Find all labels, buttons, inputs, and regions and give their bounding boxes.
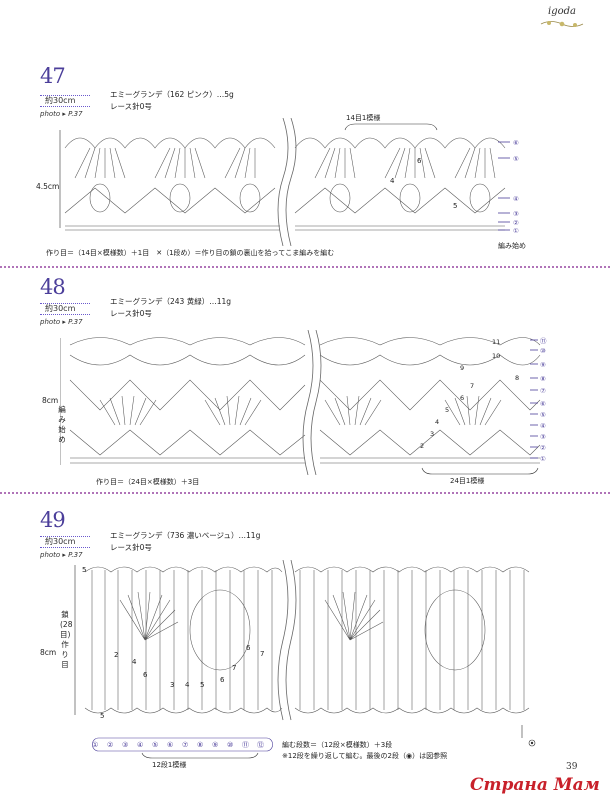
- pattern-number: 49: [40, 508, 66, 532]
- pattern-number: 47: [40, 64, 66, 88]
- row-number: ③: [540, 433, 546, 441]
- inner-number: 4: [435, 418, 439, 426]
- row-number: ⑨: [540, 361, 546, 369]
- yarn-info: エミーグランデ（243 黄緑）…11g: [110, 297, 232, 306]
- inner-number: 5: [200, 681, 204, 689]
- row-number: ②: [540, 444, 546, 452]
- row-number: ⑦: [540, 387, 546, 395]
- row-number: ⑩: [227, 741, 233, 749]
- crochet-chart-47: 6 5 4 ⑥ ⑤ ④ ③ ② ①: [59, 118, 519, 246]
- row-number: ⑩: [540, 347, 546, 355]
- row-number: ④: [540, 422, 546, 430]
- row-number: ⑪: [242, 741, 249, 749]
- inner-number: 4: [185, 681, 190, 689]
- width-label: 約30cm: [40, 95, 90, 107]
- inner-number: 5: [453, 202, 457, 210]
- photo-reference: photo ▸ P.37: [40, 551, 83, 559]
- inner-number: 7: [260, 650, 264, 658]
- inner-number: 11: [492, 338, 500, 346]
- hook-info: レース針0号: [110, 543, 152, 552]
- row-number: ⑥: [167, 741, 173, 749]
- crochet-chart-48: 11 10 9 8 7 6 5 4 3 2 ⑪ ⑩ ⑨ ⑧ ⑦ ⑥ ⑤ ④ ③ …: [60, 330, 547, 475]
- brand-logo: igoda: [537, 6, 587, 29]
- row-number: ①: [513, 227, 519, 235]
- inner-number: 2: [114, 651, 118, 659]
- inner-number: 3: [430, 430, 434, 438]
- row-number: ⑧: [540, 375, 546, 383]
- inner-number: 5: [100, 712, 104, 720]
- row-number: ⑥: [513, 139, 519, 147]
- crochet-chart-49: 5 2 4 6 3 4 5 6 7 7 6 5: [74, 560, 536, 747]
- row-number: ④: [137, 741, 143, 749]
- yarn-info: エミーグランデ（736 濃いベージュ）…11g: [110, 531, 261, 540]
- start-label: 編み始め: [498, 242, 526, 250]
- watermark: Страна Мам: [470, 775, 600, 795]
- photo-reference: photo ▸ P.37: [40, 110, 83, 118]
- row-number: ②: [513, 219, 519, 227]
- row-number: ⑪: [540, 337, 547, 345]
- repeat-bracket: [141, 752, 259, 759]
- repeat-label: 14目1模様: [346, 114, 381, 122]
- row-number: ③: [513, 210, 519, 218]
- repeat-label: 12段1模様: [152, 761, 187, 769]
- height-label: 8cm: [42, 396, 59, 405]
- brand-logo-text: igoda: [548, 6, 576, 17]
- inner-number: 7: [232, 664, 236, 672]
- row-markers: ⑥ ⑤ ④ ③ ② ①: [498, 139, 519, 235]
- row-number: ⑤: [513, 155, 519, 163]
- height-label: 8cm: [40, 648, 57, 657]
- inner-number: 6: [220, 676, 225, 684]
- flower-ornament-icon: [540, 21, 584, 27]
- row-number: ⑥: [540, 400, 546, 408]
- inner-number: 6: [143, 671, 148, 679]
- inner-number: 4: [390, 177, 395, 185]
- pattern-number: 48: [40, 275, 66, 299]
- row-number: ⑧: [197, 741, 203, 749]
- rows-note: 編む段数＝（12段×模様数）＋3段: [282, 741, 393, 749]
- photo-reference: photo ▸ P.37: [40, 318, 83, 326]
- rows-note-detail: ※12段を繰り返して編む。最後の2段（◉）は図参照: [282, 752, 448, 760]
- row-number: ⑫: [257, 741, 264, 749]
- foundation-note: 作り目＝（24目×模様数）＋3目: [96, 478, 200, 486]
- inner-number: 4: [132, 658, 137, 666]
- row-number: ④: [513, 195, 519, 203]
- section-divider: [0, 266, 610, 268]
- inner-number: 5: [82, 566, 86, 574]
- start-label: 編み始め: [58, 405, 66, 444]
- inner-number: 6: [417, 157, 422, 165]
- row-number: ⑦: [182, 741, 188, 749]
- yarn-info: エミーグランデ（162 ピンク）…5g: [110, 90, 234, 99]
- foundation-note: 作り目＝（14目×模様数）＋1目 ✕（1段め）＝作り目の鎖の裏山を拾ってこま編み…: [46, 249, 335, 257]
- inner-number: 10: [492, 352, 500, 360]
- row-number: ⑨: [212, 741, 218, 749]
- row-number: ⑤: [540, 411, 546, 419]
- row-number: ①: [92, 741, 98, 749]
- page-number: 39: [566, 762, 578, 772]
- inner-number: 7: [470, 382, 474, 390]
- width-label: 約30cm: [40, 536, 90, 548]
- inner-number: 9: [460, 364, 464, 372]
- inner-number: 3: [170, 681, 174, 689]
- inner-number: 6: [460, 394, 464, 402]
- inner-number: 5: [445, 406, 449, 414]
- chain-label: 鎖(28目)作り目: [60, 610, 73, 669]
- hook-info: レース針0号: [110, 102, 152, 111]
- inner-number: 6: [246, 644, 251, 652]
- height-label: 4.5cm: [36, 182, 60, 191]
- inner-number: 2: [420, 442, 424, 450]
- row-number: ⑤: [152, 741, 158, 749]
- hook-info: レース針0号: [110, 309, 152, 318]
- row-markers: ① ② ③ ④ ⑤ ⑥ ⑦ ⑧ ⑨ ⑩ ⑪ ⑫: [92, 737, 273, 752]
- inner-number: 8: [515, 374, 519, 382]
- repeat-bracket: [421, 467, 539, 475]
- row-number: ①: [540, 455, 546, 463]
- row-number: ③: [122, 741, 128, 749]
- width-label: 約30cm: [40, 303, 90, 315]
- row-markers: ⑪ ⑩ ⑨ ⑧ ⑦ ⑥ ⑤ ④ ③ ② ①: [530, 337, 547, 463]
- repeat-label: 24目1模様: [450, 477, 485, 485]
- section-divider: [0, 492, 610, 494]
- row-number: ②: [107, 741, 113, 749]
